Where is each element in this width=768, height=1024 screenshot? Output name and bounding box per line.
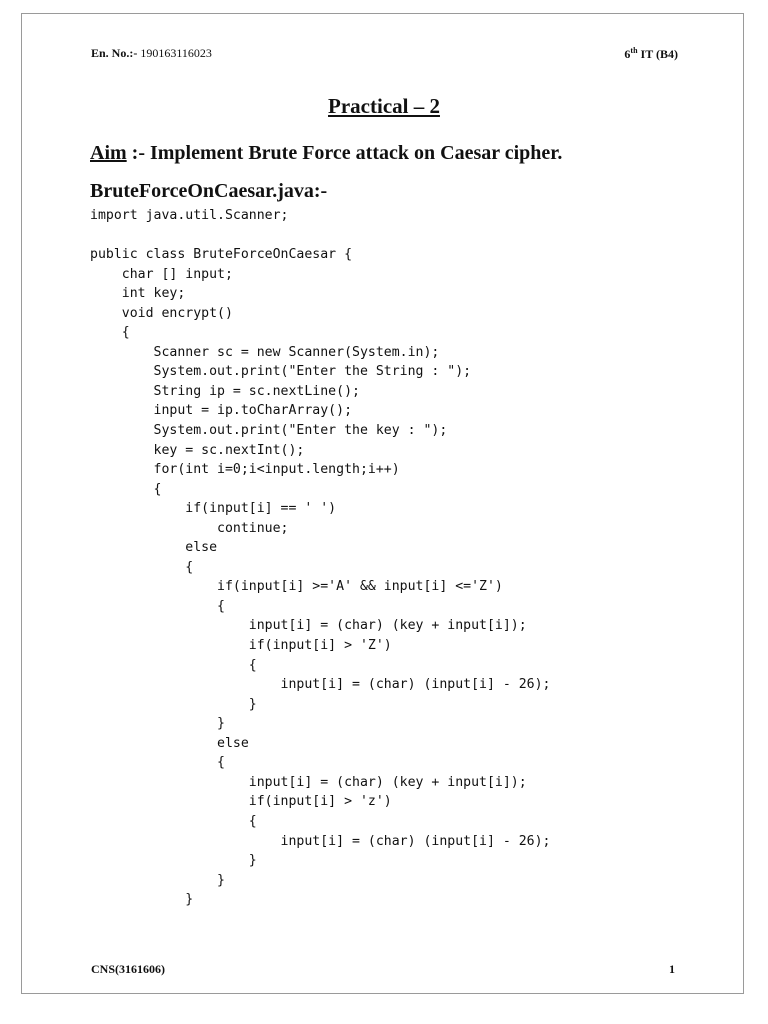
course-code: CNS(3161606): [91, 962, 165, 976]
enrollment-number: En. No.:- 190163116023: [91, 46, 212, 61]
code-line: if(input[i] > 'Z'): [90, 638, 392, 654]
code-line: if(input[i] > 'z'): [90, 794, 392, 810]
code-line: {: [90, 813, 257, 829]
code-line: System.out.print("Enter the key : ");: [90, 423, 448, 439]
aim-statement: Aim :- Implement Brute Force attack on C…: [90, 142, 562, 165]
code-line: }: [90, 892, 194, 908]
semester-class: 6th IT (B4): [624, 46, 678, 62]
enrollment-value: 190163116023: [140, 46, 212, 60]
code-line: for(int i=0;i<input.length;i++): [90, 462, 400, 478]
page-border: [21, 13, 744, 994]
code-line: input[i] = (char) (key + input[i]);: [90, 774, 527, 790]
code-line: System.out.print("Enter the String : ");: [90, 364, 472, 380]
code-line: [90, 226, 551, 246]
code-line: key = sc.nextInt();: [90, 442, 305, 458]
code-line: {: [90, 598, 225, 614]
code-line: }: [90, 696, 257, 712]
code-block: import java.util.Scanner; public class B…: [90, 206, 551, 910]
aim-text: :- Implement Brute Force attack on Caesa…: [126, 142, 563, 164]
semester-suffix: th: [630, 46, 638, 55]
code-line: String ip = sc.nextLine();: [90, 383, 360, 399]
code-line: }: [90, 716, 225, 732]
code-line: {: [90, 325, 130, 341]
code-line: {: [90, 755, 225, 771]
code-line: else: [90, 735, 249, 751]
code-line: int key;: [90, 286, 186, 302]
code-line: {: [90, 657, 257, 673]
code-line: if(input[i] == ' '): [90, 501, 337, 517]
enrollment-label: En. No.:-: [91, 46, 138, 60]
code-line: input[i] = (char) (input[i] - 26);: [90, 677, 551, 693]
semester-number: 6: [624, 47, 631, 61]
code-line: }: [90, 853, 257, 869]
code-line: import java.util.Scanner;: [90, 208, 289, 223]
code-line: input[i] = (char) (input[i] - 26);: [90, 833, 551, 849]
code-line: public class BruteForceOnCaesar {: [90, 247, 353, 263]
code-line: {: [90, 559, 194, 575]
code-line: input[i] = (char) (key + input[i]);: [90, 618, 527, 634]
page-number: 1: [669, 962, 675, 976]
code-line: else: [90, 540, 218, 556]
code-line: char [] input;: [90, 266, 233, 282]
class-label: IT (B4): [637, 47, 678, 61]
file-name-heading: BruteForceOnCaesar.java:-: [90, 180, 328, 202]
page-title: Practical – 2: [328, 94, 440, 118]
aim-label: Aim: [90, 142, 127, 164]
code-line: Scanner sc = new Scanner(System.in);: [90, 344, 440, 360]
code-line: input = ip.toCharArray();: [90, 403, 353, 419]
code-line: continue;: [90, 520, 289, 536]
code-line: void encrypt(): [90, 305, 233, 321]
code-line: if(input[i] >='A' && input[i] <='Z'): [90, 579, 503, 595]
code-line: }: [90, 872, 225, 888]
code-line: {: [90, 481, 162, 497]
